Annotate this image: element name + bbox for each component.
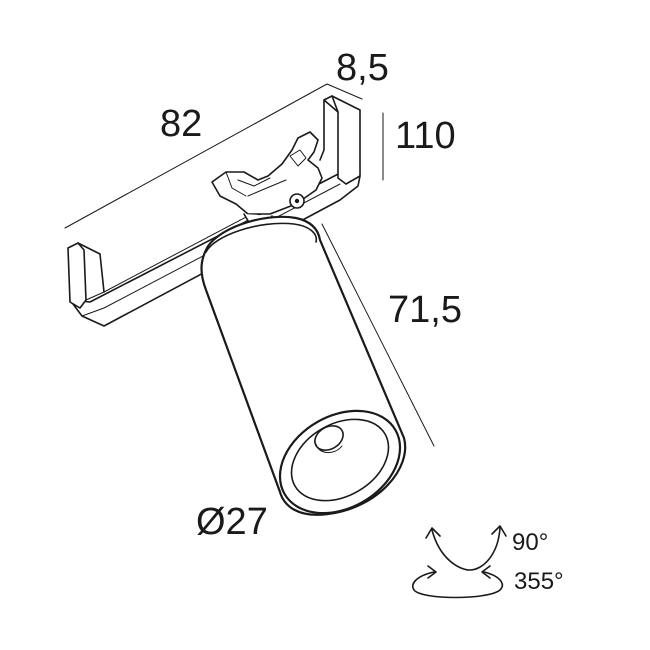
tilt-arrow-icon: [431, 527, 501, 571]
length-dimension-line: [64, 83, 328, 229]
rail-right-flange-inner: [319, 99, 325, 161]
lens-reflector: [315, 443, 343, 453]
rail-left-flange: [67, 242, 87, 309]
diameter-label: Ø27: [196, 501, 268, 543]
width-dimension-line: [326, 83, 363, 100]
body-length-label: 71,5: [388, 289, 462, 331]
rotation-symbols: [412, 525, 507, 599]
adapter-latch: [289, 149, 307, 167]
rotate-arrowhead-left-icon: [427, 565, 437, 579]
tilt-arrowhead-left-icon: [425, 527, 441, 539]
rotate-label: 355°: [514, 568, 564, 595]
tilt-arrowhead-right-icon: [491, 525, 507, 537]
tilt-label: 90°: [512, 529, 548, 556]
dimension-lines: [64, 83, 435, 447]
cylinder-top-rim: [205, 222, 318, 253]
rotate-arrow-icon: [412, 571, 504, 599]
rotate-arrowhead-right-icon: [481, 565, 491, 579]
rail-right-flange: [323, 95, 361, 185]
rail-left-flange-edge: [77, 242, 105, 293]
width-label: 8,5: [336, 47, 389, 89]
adapter-clip-detail: [225, 171, 287, 197]
adapter-clip: [211, 131, 323, 215]
adapter-screw-head: [294, 198, 300, 204]
height-label: 110: [395, 115, 456, 157]
body-length-dimension-line: [321, 223, 435, 447]
length-label: 82: [160, 103, 202, 145]
spotlight-body: [200, 215, 407, 516]
rail-right-flange-edge: [331, 95, 339, 113]
